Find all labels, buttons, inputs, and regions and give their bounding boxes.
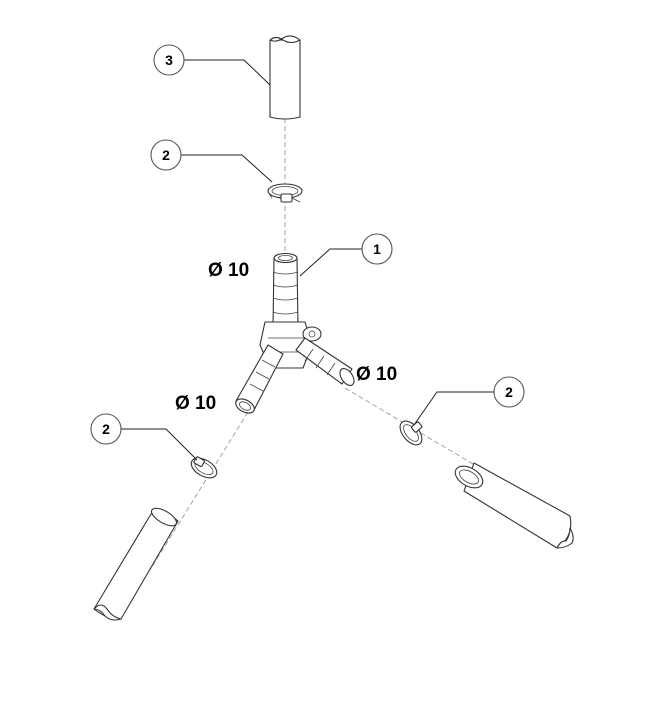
hose-clamp-right xyxy=(399,420,423,446)
dim-top-label: Ø 10 xyxy=(208,260,249,281)
leader-2-left xyxy=(121,428,198,461)
callout-2-left-label: 2 xyxy=(102,421,110,437)
dim-right-label: Ø 10 xyxy=(356,364,397,385)
callout-2-right-label: 2 xyxy=(505,384,513,400)
hose-clamp-top xyxy=(267,183,303,203)
leader-1 xyxy=(299,248,362,277)
leader-2-right xyxy=(413,391,494,426)
callout-1: 1 xyxy=(361,233,393,265)
axis-right xyxy=(344,387,501,481)
dim-left-label: Ø 10 xyxy=(175,393,216,414)
callout-3-label: 3 xyxy=(165,52,173,68)
hose-left xyxy=(93,507,179,621)
hose-right xyxy=(454,462,574,549)
hose-top xyxy=(269,35,301,120)
leader-3 xyxy=(184,59,271,86)
hose-clamp-left xyxy=(190,456,218,479)
axis-left xyxy=(149,411,249,571)
callout-2-top: 2 xyxy=(150,139,182,171)
callout-2-left: 2 xyxy=(90,413,122,445)
leader-2-top xyxy=(181,154,273,183)
assembly-axes xyxy=(149,118,501,571)
y-connector xyxy=(235,252,355,414)
callout-1-label: 1 xyxy=(373,241,381,257)
callout-2-right: 2 xyxy=(493,376,525,408)
callout-2-top-label: 2 xyxy=(162,147,170,163)
callout-3: 3 xyxy=(153,44,185,76)
leader-lines xyxy=(121,59,494,461)
